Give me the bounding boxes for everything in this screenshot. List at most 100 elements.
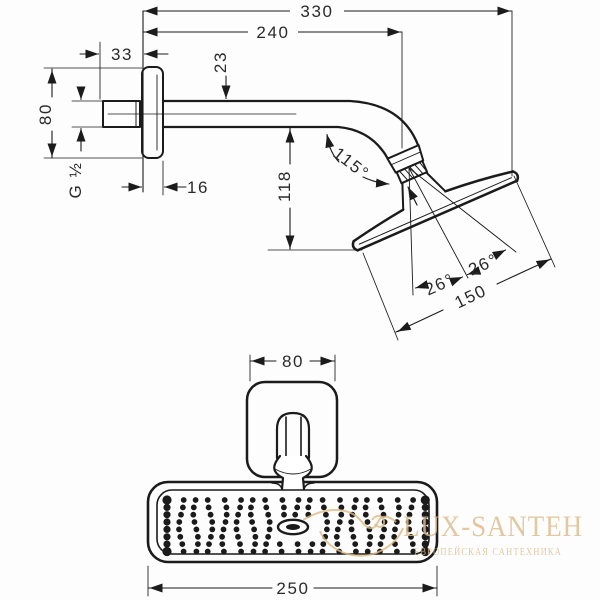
watermark: LUX-SANTEH ЕВРОПЕЙСКАЯ САНТЕХНИКА bbox=[302, 509, 583, 558]
nozzle-dot bbox=[237, 504, 244, 511]
nozzle-dot bbox=[163, 511, 171, 519]
front-view-drawing: 80 250 bbox=[146, 352, 439, 598]
nozzle-dot bbox=[394, 497, 401, 503]
nozzle-dot bbox=[338, 504, 345, 511]
nozzle-dot bbox=[208, 533, 214, 540]
nozzle-dot bbox=[233, 526, 240, 533]
nozzle-dot bbox=[195, 533, 201, 540]
nozzle-dot bbox=[206, 541, 212, 547]
nozzle-dot bbox=[338, 511, 345, 518]
nozzle-dot bbox=[252, 541, 259, 547]
side-view-dimensions: 330 240 33 23 80 G ½ 16 bbox=[36, 2, 556, 341]
nozzle-dot bbox=[323, 511, 329, 518]
nozzle-dot bbox=[294, 504, 301, 511]
nozzle-dot bbox=[233, 519, 240, 525]
nozzle-dot bbox=[238, 497, 245, 503]
nozzle-dot bbox=[319, 548, 326, 555]
dim-label-16: 16 bbox=[187, 178, 209, 197]
nozzle-dot bbox=[252, 533, 259, 540]
nozzle-dot bbox=[421, 525, 429, 534]
nozzle-dot bbox=[262, 548, 269, 555]
dim-label-23: 23 bbox=[211, 51, 230, 73]
nozzle-dot bbox=[362, 511, 369, 518]
nozzle-dot bbox=[294, 541, 301, 547]
nozzle-dot bbox=[178, 511, 184, 518]
nozzle-dot bbox=[192, 497, 199, 503]
nozzle-dot bbox=[421, 518, 429, 526]
nozzle-dot bbox=[265, 533, 272, 540]
nozzle-dot bbox=[251, 526, 258, 533]
nozzle-dot bbox=[266, 519, 273, 525]
nozzle-dot bbox=[250, 548, 257, 555]
nozzle-dot bbox=[221, 497, 228, 503]
nozzle-dot bbox=[248, 504, 254, 511]
nozzle-dot bbox=[350, 533, 357, 540]
nozzle-dot bbox=[281, 504, 287, 511]
watermark-title: LUX-SANTEH bbox=[403, 510, 583, 543]
nozzle-dot bbox=[162, 495, 172, 505]
nozzle-dot bbox=[162, 546, 172, 557]
nozzle-dot bbox=[377, 497, 384, 503]
nozzle-dot bbox=[221, 548, 227, 555]
watermark-subtitle: ЕВРОПЕЙСКАЯ САНТЕХНИКА bbox=[414, 546, 562, 558]
nozzle-dot bbox=[362, 504, 369, 511]
nozzle-dot bbox=[405, 519, 412, 525]
nozzle-dot bbox=[396, 504, 402, 511]
nozzle-dot bbox=[204, 497, 211, 503]
nozzle-dot bbox=[337, 497, 343, 503]
nozzle-dot bbox=[391, 533, 398, 540]
nozzle-dot bbox=[421, 503, 429, 511]
nozzle-dot bbox=[381, 526, 388, 533]
nozzle-dot bbox=[321, 504, 327, 511]
nozzle-dot bbox=[180, 504, 186, 511]
watermark-ornament-curl bbox=[371, 515, 386, 528]
nozzle-dot bbox=[238, 548, 245, 555]
nozzle-dot bbox=[176, 519, 183, 525]
dim-label-118: 118 bbox=[275, 170, 294, 202]
nozzle-dot bbox=[190, 511, 197, 518]
nozzle-dot bbox=[163, 503, 171, 511]
nozzle-dot bbox=[292, 511, 299, 518]
nozzle-dot bbox=[179, 541, 186, 547]
shower-arm-outline bbox=[161, 99, 420, 161]
nozzle-dot bbox=[334, 526, 341, 533]
nozzle-dot bbox=[364, 497, 370, 503]
nozzle-dot bbox=[223, 511, 230, 518]
nozzle-dot bbox=[320, 541, 327, 547]
nozzle-dot bbox=[378, 504, 385, 511]
nozzle-dot bbox=[379, 533, 386, 540]
nozzle-dot bbox=[191, 519, 198, 525]
nozzle-dot bbox=[163, 518, 171, 526]
nozzle-dot bbox=[305, 504, 312, 511]
nozzle-dot bbox=[348, 519, 355, 525]
nozzle-dot bbox=[249, 497, 256, 503]
nozzle-dot bbox=[324, 519, 331, 525]
nozzle-dot bbox=[353, 548, 359, 555]
nozzle-dot bbox=[307, 548, 314, 555]
dim-label-115deg: 115° bbox=[330, 144, 373, 184]
dim-label-26deg-b: 26° bbox=[466, 250, 502, 280]
dim-label-80-front: 80 bbox=[282, 352, 304, 371]
nozzle-dot bbox=[408, 504, 415, 511]
nozzle-dot bbox=[366, 541, 373, 547]
nozzle-dot bbox=[409, 541, 416, 547]
nozzle-dot bbox=[334, 541, 341, 547]
nozzle-dot bbox=[420, 495, 430, 505]
nozzle-dot bbox=[195, 541, 201, 547]
nozzle-dot bbox=[163, 540, 171, 548]
watermark-ornament-swirl bbox=[302, 509, 397, 530]
nozzle-dot bbox=[235, 511, 242, 518]
nozzle-dot bbox=[193, 548, 200, 555]
nozzle-dot bbox=[262, 497, 269, 503]
nozzle-dot bbox=[364, 548, 371, 555]
dim-label-thread-g12: G ½ bbox=[66, 162, 85, 199]
dim-label-240: 240 bbox=[256, 23, 289, 42]
dim-label-250: 250 bbox=[276, 579, 309, 598]
nozzle-dot bbox=[352, 497, 359, 503]
nozzle-dot bbox=[351, 504, 358, 511]
nozzle-dot bbox=[410, 548, 417, 555]
nozzle-dot bbox=[319, 497, 326, 503]
nozzle-dot bbox=[406, 511, 413, 518]
shower-head-side bbox=[351, 144, 520, 252]
